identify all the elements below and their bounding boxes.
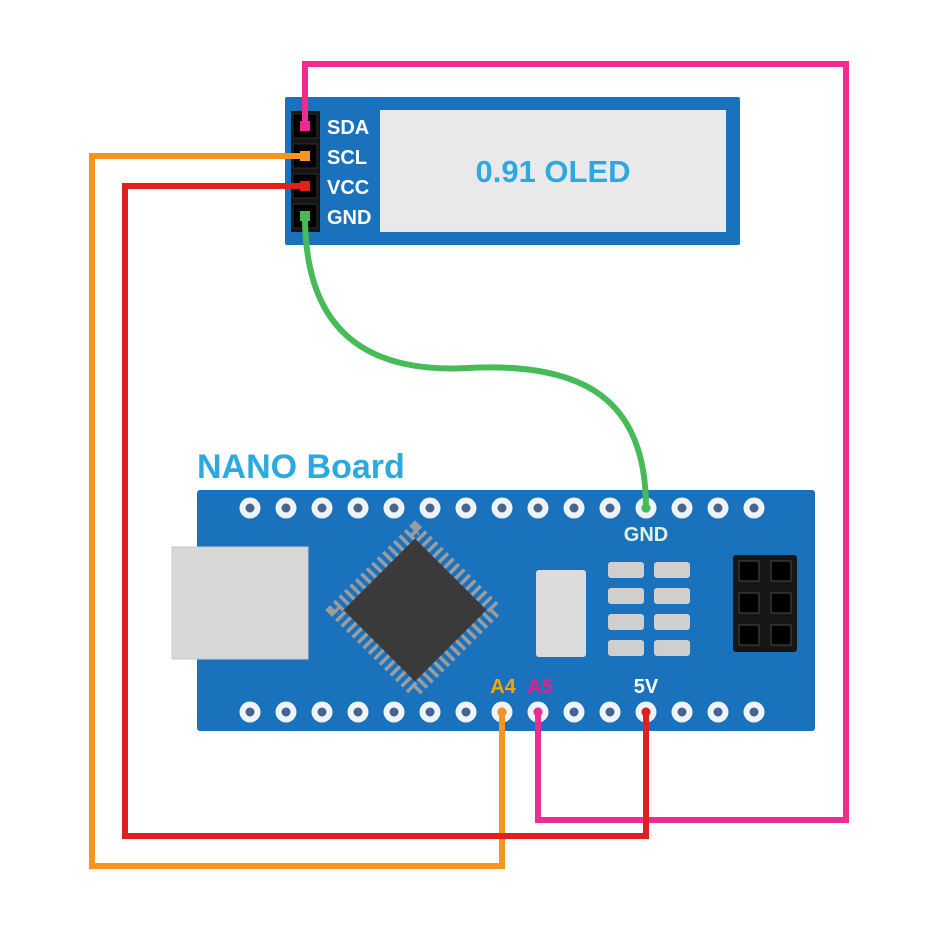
mcu-chip-body xyxy=(343,538,487,682)
pin-hole xyxy=(455,701,477,723)
wire-scl-a4 xyxy=(89,153,505,869)
wire-gnd-gnd xyxy=(302,213,649,511)
smd-pad xyxy=(608,640,644,656)
mcu-chip-pins xyxy=(325,520,505,700)
pin-hole xyxy=(239,701,261,723)
usb-connector xyxy=(171,546,309,660)
pin-hole xyxy=(527,497,549,519)
smd-pads xyxy=(608,562,690,656)
pin-hole xyxy=(383,497,405,519)
icsp-socket xyxy=(770,592,792,614)
pin-hole xyxy=(707,497,729,519)
smd-pad xyxy=(654,640,690,656)
wire-vcc-5v xyxy=(122,183,649,839)
oled-module: 0.91 OLED SDA SCL VCC GND xyxy=(285,97,740,245)
pin-hole xyxy=(671,497,693,519)
pin-hole xyxy=(347,701,369,723)
pin-hole xyxy=(311,701,333,723)
smd-pad xyxy=(654,588,690,604)
pin-hole xyxy=(275,497,297,519)
pin-hole xyxy=(599,497,621,519)
nano-label-a5: A5 xyxy=(527,676,553,698)
pin-hole xyxy=(311,497,333,519)
icsp-socket xyxy=(738,592,760,614)
wire-sda-a5 xyxy=(302,61,849,823)
nano-pcb xyxy=(197,490,815,731)
oled-pin-label-scl: SCL xyxy=(327,147,367,169)
icsp-socket xyxy=(738,560,760,582)
smd-pad xyxy=(654,562,690,578)
nano-board: GND A4 A5 5V xyxy=(171,490,815,731)
oled-screen xyxy=(380,110,726,232)
pin-hole xyxy=(563,497,585,519)
icsp-socket xyxy=(770,560,792,582)
nano-board-title: NANO Board xyxy=(197,448,405,486)
pin-hole xyxy=(671,701,693,723)
oled-pin-label-vcc: VCC xyxy=(327,177,369,199)
smd-pad xyxy=(608,588,644,604)
icsp-socket xyxy=(770,624,792,646)
pin-hole xyxy=(563,701,585,723)
oscillator-component xyxy=(536,570,586,657)
mcu-chip xyxy=(325,520,505,700)
icsp-socket xyxy=(738,624,760,646)
pin-hole xyxy=(419,701,441,723)
icsp-header xyxy=(733,555,797,652)
oled-screen-label: 0.91 OLED xyxy=(475,154,630,189)
pin-hole xyxy=(419,497,441,519)
pin-hole xyxy=(347,497,369,519)
nano-top-pin-row xyxy=(239,497,765,519)
pin-hole xyxy=(491,497,513,519)
pin-hole xyxy=(239,497,261,519)
pin-hole xyxy=(455,497,477,519)
smd-pad xyxy=(608,614,644,630)
oled-pin-label-sda: SDA xyxy=(327,117,369,139)
pin-hole xyxy=(383,701,405,723)
wires xyxy=(89,61,849,869)
nano-label-a4: A4 xyxy=(490,676,516,698)
pin-hole xyxy=(743,701,765,723)
nano-label-gnd: GND xyxy=(624,524,668,546)
pin-hole xyxy=(599,701,621,723)
pin-hole xyxy=(275,701,297,723)
smd-pad xyxy=(608,562,644,578)
smd-pad xyxy=(654,614,690,630)
nano-label-5v: 5V xyxy=(634,676,659,698)
oled-pin-label-gnd: GND xyxy=(327,207,371,229)
pin-hole xyxy=(743,497,765,519)
pin-hole xyxy=(707,701,729,723)
